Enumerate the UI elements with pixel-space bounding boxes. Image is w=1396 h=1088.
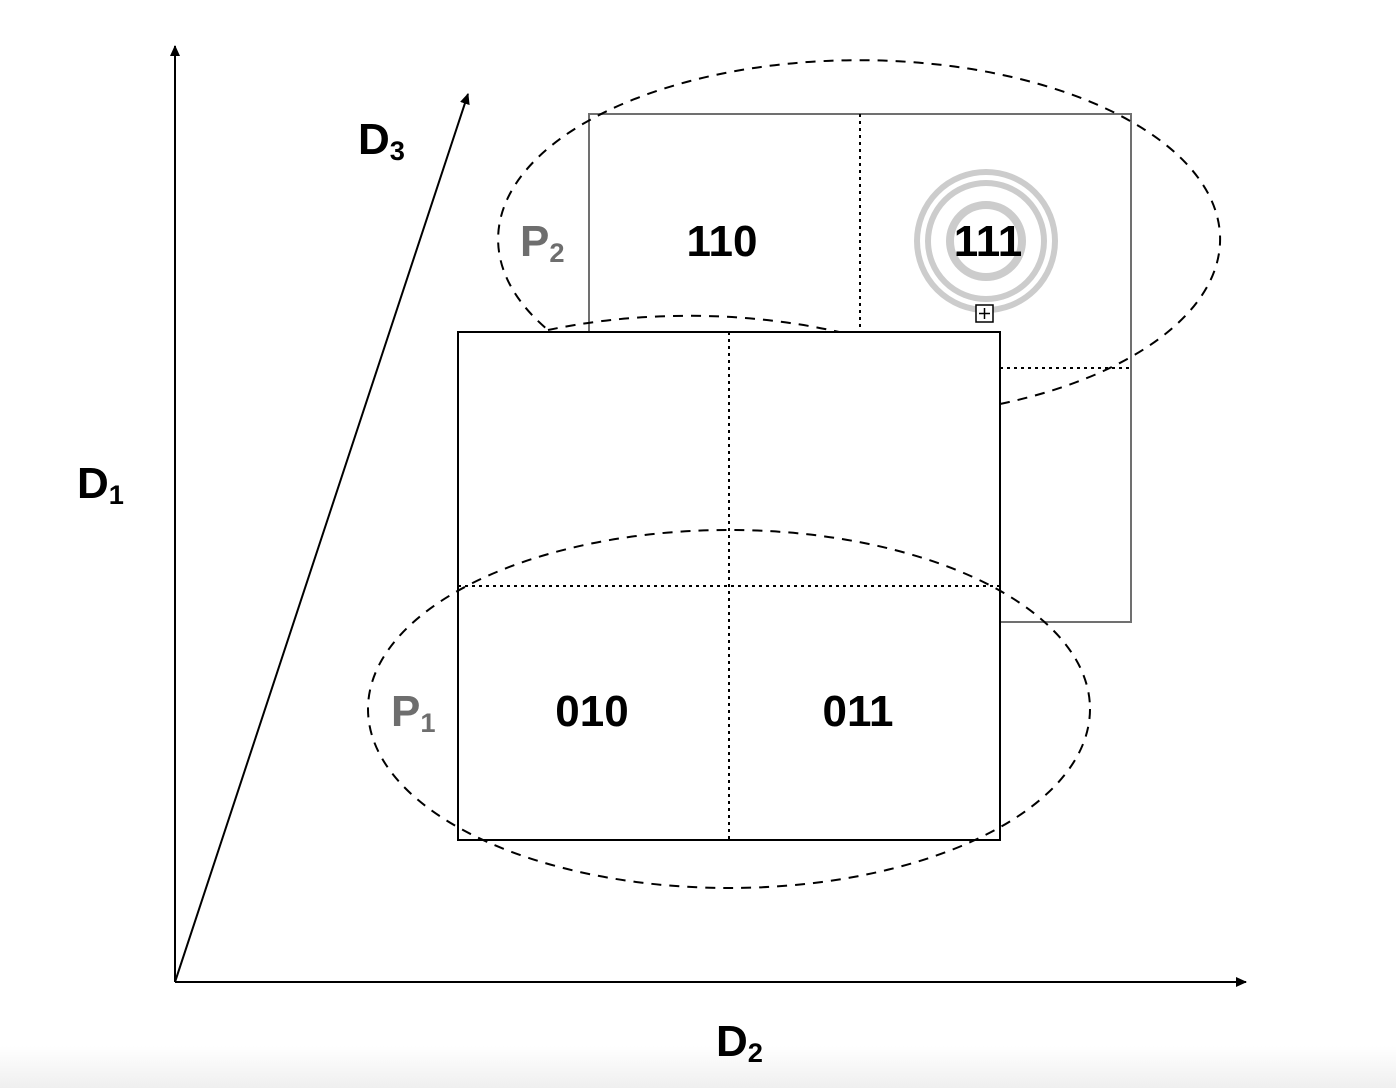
p2-label-main: P: [520, 217, 550, 266]
bottom-strip: [0, 1046, 1396, 1088]
d1-axis-label-sub: 1: [108, 479, 124, 510]
d2-axis-label: D2: [716, 1017, 763, 1068]
p1-label-sub: 1: [420, 707, 436, 738]
d2-axis-label-sub: 2: [747, 1037, 763, 1068]
p2-label-sub: 2: [549, 237, 565, 268]
d3-axis: [174, 93, 470, 983]
cell-010-label: 010: [555, 687, 629, 736]
front-box: [457, 331, 1001, 841]
p1-label: P1: [391, 687, 436, 738]
p1-ellipse: [367, 529, 1091, 889]
d2-axis-label-main: D: [716, 1017, 748, 1066]
d3-axis-label-main: D: [358, 115, 390, 164]
p2-label: P2: [520, 217, 565, 268]
cell-011-label: 011: [822, 687, 894, 736]
cell-111-label: 111: [953, 217, 1023, 266]
d1-axis-label: D1: [77, 459, 124, 510]
d3-axis-label: D3: [358, 115, 405, 166]
d3-axis-label-sub: 3: [389, 135, 405, 166]
plus-box-icon[interactable]: [975, 304, 994, 323]
d1-axis-label-main: D: [77, 459, 109, 508]
p1-label-main: P: [391, 687, 421, 736]
cell-110-label: 110: [686, 217, 758, 266]
